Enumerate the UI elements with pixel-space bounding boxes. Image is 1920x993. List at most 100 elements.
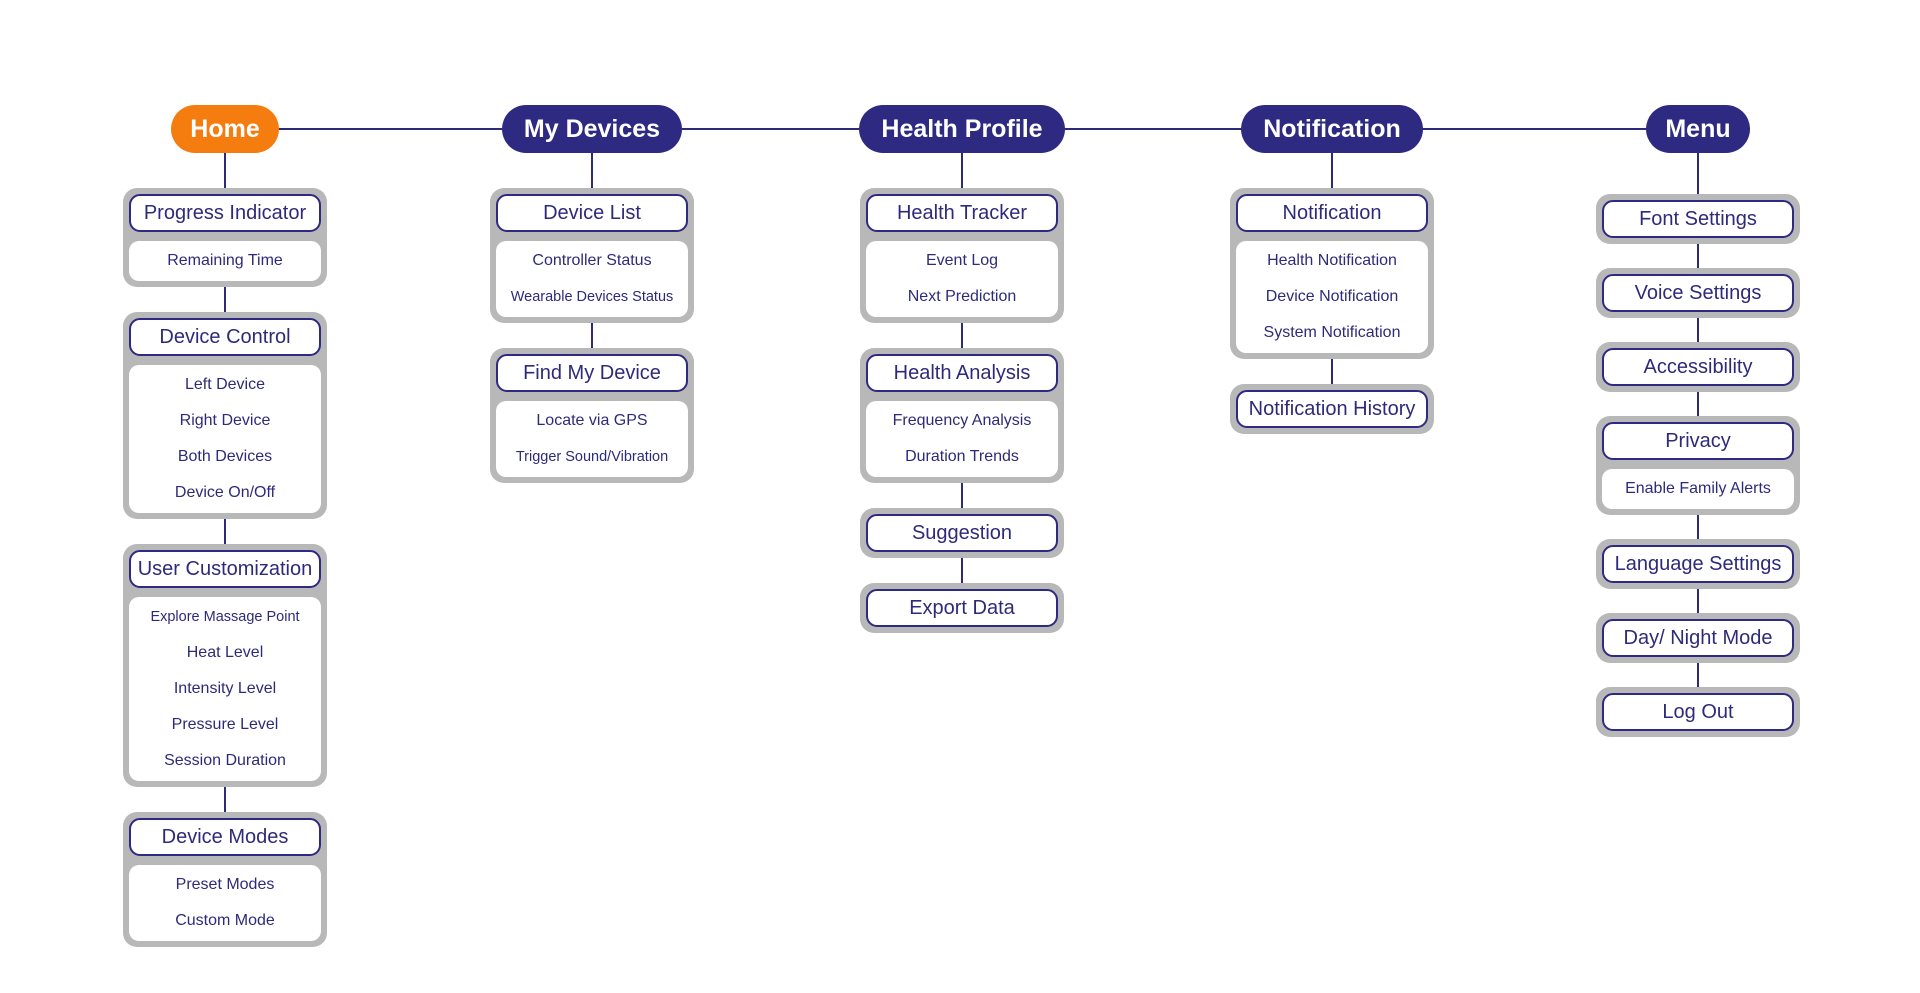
connector-line: [224, 287, 226, 312]
connector-line: [961, 558, 963, 583]
node-language-settings[interactable]: Language Settings: [1602, 545, 1794, 583]
connector-line: [961, 483, 963, 508]
item-preset-modes[interactable]: Preset Modes: [175, 876, 275, 893]
node-font-settings[interactable]: Font Settings: [1602, 200, 1794, 238]
item-duration-trends[interactable]: Duration Trends: [905, 448, 1019, 465]
tab-menu[interactable]: Menu: [1646, 105, 1750, 153]
item-explore-massage-point[interactable]: Explore Massage Point: [150, 609, 300, 625]
item-remaining-time[interactable]: Remaining Time: [167, 252, 283, 269]
connector-line: [1697, 589, 1699, 613]
item-device-notification[interactable]: Device Notification: [1265, 288, 1399, 305]
tab-home[interactable]: Home: [171, 105, 279, 153]
sub-item-list: Locate via GPS Trigger Sound/Vibration: [496, 401, 688, 477]
item-next-prediction[interactable]: Next Prediction: [907, 288, 1017, 305]
item-wearable-devices-status[interactable]: Wearable Devices Status: [510, 289, 674, 305]
top-connector-line: [279, 128, 502, 130]
tab-notification[interactable]: Notification: [1241, 105, 1423, 153]
connector-line: [961, 323, 963, 348]
item-right-device[interactable]: Right Device: [179, 412, 271, 429]
group-day-night-mode: Day/ Night Mode: [1596, 613, 1800, 663]
node-voice-settings[interactable]: Voice Settings: [1602, 274, 1794, 312]
item-health-notification[interactable]: Health Notification: [1267, 252, 1397, 269]
node-export-data[interactable]: Export Data: [866, 589, 1058, 627]
connector-line: [224, 153, 226, 188]
node-progress-indicator[interactable]: Progress Indicator: [129, 194, 321, 232]
group-voice-settings: Voice Settings: [1596, 268, 1800, 318]
group-log-out: Log Out: [1596, 687, 1800, 737]
group-accessibility: Accessibility: [1596, 342, 1800, 392]
top-connector-line: [1065, 128, 1241, 130]
connector-line: [1331, 359, 1333, 384]
item-controller-status[interactable]: Controller Status: [532, 252, 652, 269]
node-device-control[interactable]: Device Control: [129, 318, 321, 356]
node-accessibility[interactable]: Accessibility: [1602, 348, 1794, 386]
item-locate-via-gps[interactable]: Locate via GPS: [536, 412, 648, 429]
sub-item-list: Remaining Time: [129, 241, 321, 281]
item-trigger-sound-vibration[interactable]: Trigger Sound/Vibration: [515, 449, 669, 465]
item-heat-level[interactable]: Heat Level: [186, 644, 264, 661]
item-left-device[interactable]: Left Device: [184, 376, 266, 393]
node-health-analysis[interactable]: Health Analysis: [866, 354, 1058, 392]
top-connector-line: [682, 128, 859, 130]
connector-line: [1697, 153, 1699, 194]
item-intensity-level[interactable]: Intensity Level: [173, 680, 277, 697]
group-notification-history: Notification History: [1230, 384, 1434, 434]
top-connector-line: [1423, 128, 1646, 130]
node-suggestion[interactable]: Suggestion: [866, 514, 1058, 552]
group-language-settings: Language Settings: [1596, 539, 1800, 589]
item-device-on-off[interactable]: Device On/Off: [174, 484, 276, 501]
node-device-list[interactable]: Device List: [496, 194, 688, 232]
sub-item-list: Enable Family Alerts: [1602, 469, 1794, 509]
node-user-customization[interactable]: User Customization: [129, 550, 321, 588]
connector-line: [591, 153, 593, 188]
item-system-notification[interactable]: System Notification: [1263, 324, 1401, 341]
node-day-night-mode[interactable]: Day/ Night Mode: [1602, 619, 1794, 657]
connector-line: [1697, 318, 1699, 342]
group-font-settings: Font Settings: [1596, 194, 1800, 244]
item-frequency-analysis[interactable]: Frequency Analysis: [892, 412, 1032, 429]
node-health-tracker[interactable]: Health Tracker: [866, 194, 1058, 232]
connector-line: [1697, 244, 1699, 268]
connector-line: [224, 519, 226, 544]
item-both-devices[interactable]: Both Devices: [177, 448, 273, 465]
node-log-out[interactable]: Log Out: [1602, 693, 1794, 731]
node-notification-history[interactable]: Notification History: [1236, 390, 1428, 428]
connector-line: [961, 153, 963, 188]
item-event-log[interactable]: Event Log: [925, 252, 999, 269]
connector-line: [1697, 663, 1699, 687]
connector-line: [224, 787, 226, 812]
connector-line: [1331, 153, 1333, 188]
node-device-modes[interactable]: Device Modes: [129, 818, 321, 856]
item-custom-mode[interactable]: Custom Mode: [175, 912, 275, 929]
connector-line: [1697, 392, 1699, 416]
tab-my-devices[interactable]: My Devices: [502, 105, 682, 153]
group-export-data: Export Data: [860, 583, 1064, 633]
connector-line: [1697, 515, 1699, 539]
item-pressure-level[interactable]: Pressure Level: [171, 716, 279, 733]
item-enable-family-alerts[interactable]: Enable Family Alerts: [1625, 480, 1771, 497]
item-session-duration[interactable]: Session Duration: [164, 752, 286, 769]
node-privacy[interactable]: Privacy: [1602, 422, 1794, 460]
tab-health-profile[interactable]: Health Profile: [859, 105, 1065, 153]
node-find-my-device[interactable]: Find My Device: [496, 354, 688, 392]
node-notification[interactable]: Notification: [1236, 194, 1428, 232]
group-suggestion: Suggestion: [860, 508, 1064, 558]
